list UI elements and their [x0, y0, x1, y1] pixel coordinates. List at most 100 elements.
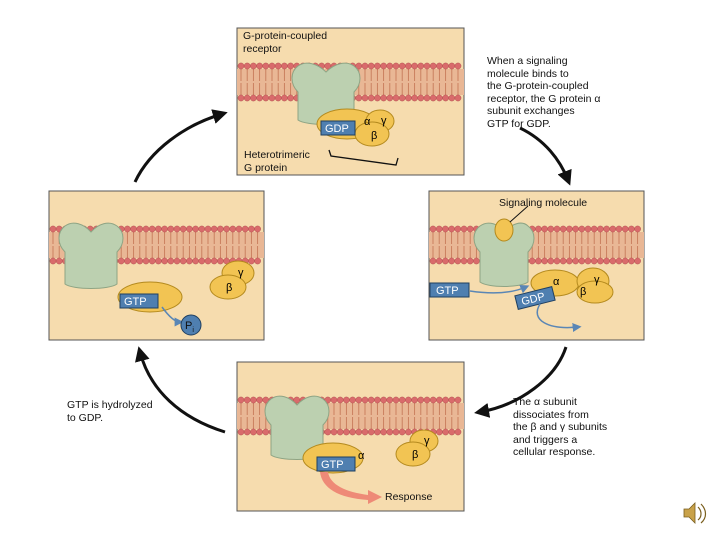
lipid-head: [448, 428, 456, 436]
lipid-head: [49, 225, 57, 233]
lipid-head: [343, 428, 350, 436]
lipid-head: [130, 225, 137, 233]
lipid-head: [392, 428, 400, 436]
lipid-head: [436, 428, 443, 436]
lipid-head: [547, 225, 555, 233]
lipid-head: [553, 225, 561, 233]
lipid-head: [241, 225, 249, 233]
lipid-head: [167, 225, 175, 233]
gdp-label: GDP: [325, 123, 349, 135]
lipid-head: [584, 225, 592, 233]
lipid-head: [262, 62, 270, 70]
lipid-head: [349, 396, 356, 404]
cycle-arrow-right-to-bottom: [474, 346, 568, 418]
lipid-head: [254, 257, 261, 265]
lipid-head: [136, 257, 144, 265]
lipid-head: [204, 257, 212, 265]
lipid-head: [124, 257, 131, 265]
lipid-head: [417, 94, 425, 102]
lipid-head: [380, 428, 387, 436]
step-3-caption: GTP is hydrolyzed to GDP.: [67, 399, 153, 424]
lipid-head: [553, 257, 561, 265]
step-2-caption: The α subunit dissociates from the β and…: [513, 396, 608, 458]
lipid-head: [566, 225, 573, 233]
beta-subunit: [209, 274, 247, 300]
lipid-head: [392, 396, 400, 404]
gtp-box: [316, 456, 356, 472]
lipid-head: [398, 428, 406, 436]
lipid-head: [435, 257, 443, 265]
lipid-head: [429, 257, 437, 265]
lipid-head: [442, 94, 449, 102]
lipid-head: [367, 62, 375, 70]
lipid-head: [161, 225, 168, 233]
lipid-head: [615, 225, 623, 233]
lipid-head: [547, 257, 555, 265]
lipid-head: [405, 428, 412, 436]
lipid-head: [442, 62, 449, 70]
lipid-head: [634, 257, 641, 265]
lipid-head: [186, 257, 193, 265]
lipid-head: [380, 62, 387, 70]
lipid-head: [179, 257, 187, 265]
lipid-head: [460, 225, 468, 233]
lipid-head: [621, 257, 629, 265]
lipid-head: [405, 396, 412, 404]
lipid-head: [374, 62, 381, 70]
lipid-head: [578, 225, 586, 233]
lipid-head: [584, 257, 592, 265]
lipid-head: [243, 94, 251, 102]
receptor: [473, 222, 535, 287]
lipid-head: [597, 225, 604, 233]
lipid-head: [262, 428, 270, 436]
lipid-head: [380, 396, 387, 404]
lipid-head: [590, 257, 598, 265]
lipid-head: [250, 62, 257, 70]
lipid-head: [590, 225, 598, 233]
lipid-head: [380, 94, 387, 102]
lipid-head: [49, 257, 57, 265]
lipid-head: [559, 257, 567, 265]
lipid-head: [210, 257, 218, 265]
lipid-head: [442, 257, 449, 265]
alpha-label: α: [364, 116, 371, 128]
lipid-head: [248, 257, 255, 265]
lipid-head: [386, 94, 394, 102]
lipid-head: [398, 62, 406, 70]
lipid-head: [361, 62, 369, 70]
lipid-head: [442, 428, 449, 436]
lipid-head: [136, 225, 144, 233]
lipid-head: [173, 257, 181, 265]
pi-release-arrow: [161, 306, 184, 327]
lipid-head: [423, 94, 431, 102]
heterotrimeric-bracket: [328, 149, 399, 166]
lipid-head: [287, 62, 294, 70]
gamma-label: γ: [381, 115, 387, 127]
lipid-head: [343, 396, 350, 404]
speaker-icon[interactable]: [683, 502, 707, 524]
lipid-head: [268, 94, 276, 102]
lipid-head: [217, 225, 224, 233]
lipid-head: [130, 257, 137, 265]
gdp-label: GDP: [520, 291, 546, 308]
step-1-caption: When a signaling molecule binds to the G…: [487, 55, 601, 130]
lipid-head: [454, 62, 462, 70]
gdp-box: GDP: [514, 286, 556, 310]
heterotrimeric-label: Heterotrimeric G protein: [244, 149, 310, 174]
gtp-label: GTP: [124, 296, 147, 308]
gamma-label: γ: [238, 267, 244, 279]
lipid-head: [448, 396, 456, 404]
lipid-head: [361, 94, 369, 102]
lipid-head: [454, 396, 462, 404]
lipid-head: [330, 428, 338, 436]
phosphate-circle: [180, 314, 202, 336]
lipid-head: [466, 225, 474, 233]
lipid-head: [117, 257, 125, 265]
lipid-head: [237, 94, 245, 102]
lipid-head: [256, 428, 263, 436]
lipid-head: [392, 62, 400, 70]
alpha-label: α: [553, 276, 560, 288]
lipid-head: [192, 257, 199, 265]
lipid-head: [442, 225, 449, 233]
lipid-head: [429, 62, 437, 70]
